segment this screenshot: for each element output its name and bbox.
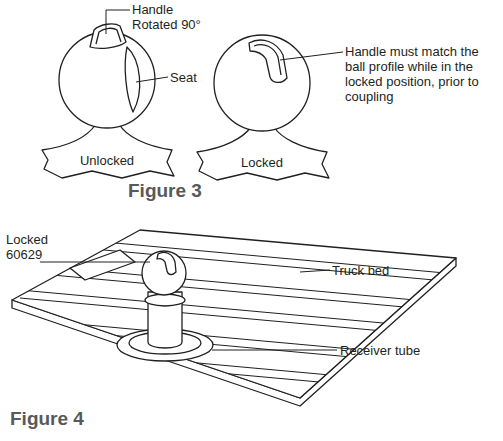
leader-line <box>280 52 343 60</box>
state-label: Unlocked <box>62 153 152 168</box>
bed-recess <box>70 250 135 280</box>
ball-collar <box>145 294 185 306</box>
figure-caption: Figure 3 <box>128 180 248 202</box>
handle-rotated <box>90 24 126 48</box>
leader-line <box>300 270 330 272</box>
leader-line <box>40 262 150 263</box>
leader-line <box>212 350 337 351</box>
callout-label: Truck bed <box>332 263 432 278</box>
ball-seat <box>125 47 139 112</box>
state-label: Locked <box>217 155 307 170</box>
handle-locked <box>157 252 176 274</box>
callout-label: Seat <box>170 70 230 85</box>
note-text: Handle must match the ball profile while… <box>345 44 495 104</box>
figure-caption: Figure 4 <box>10 408 130 430</box>
ball-base <box>197 127 329 180</box>
handle-slot <box>96 28 121 44</box>
leader-line <box>106 10 130 34</box>
hitch-ball <box>214 35 310 131</box>
leader-line <box>136 77 168 82</box>
callout-label: Handle Rotated 90° <box>132 2 210 32</box>
callout-label: Receiver tube <box>340 343 460 358</box>
hitch-ball <box>142 251 186 295</box>
handle-locked <box>249 40 287 82</box>
handle-locked-edge <box>254 45 281 75</box>
ball-base <box>42 124 174 178</box>
truck-bed <box>12 230 456 398</box>
callout-number: Locked 60629 <box>6 232 61 262</box>
